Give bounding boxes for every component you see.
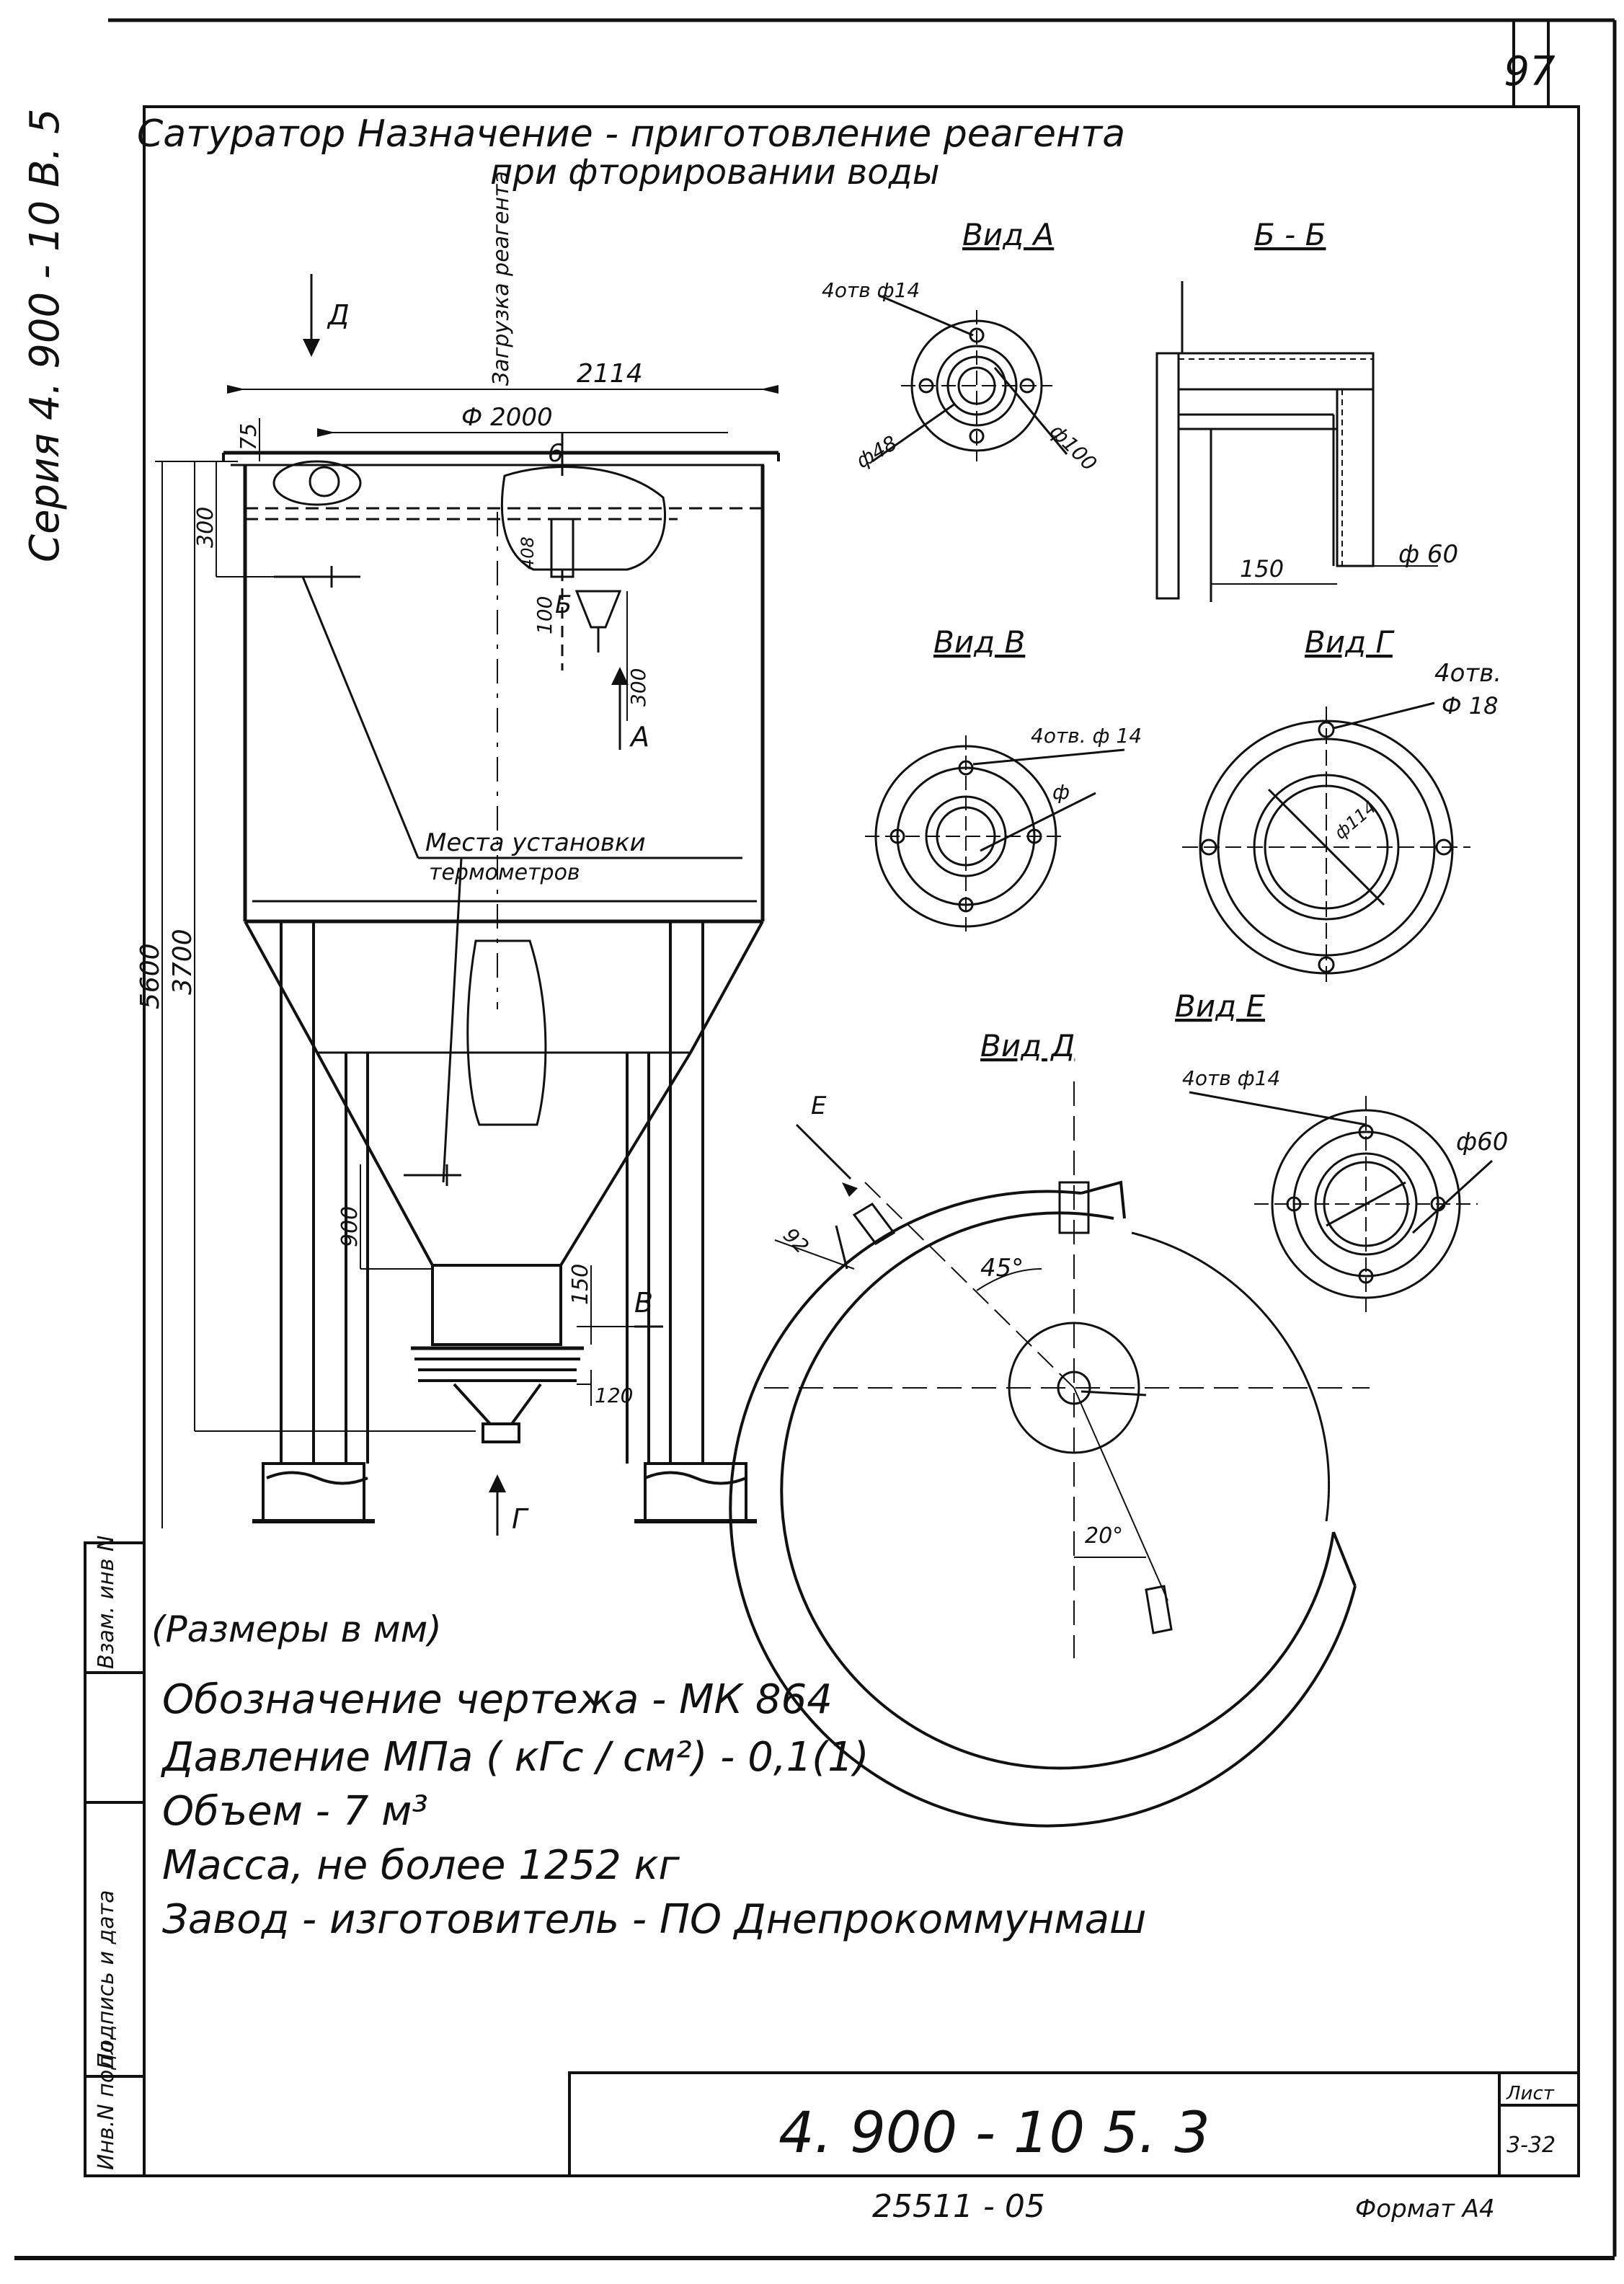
title-designation: 4. 900 - 10 5. 3 [778, 2101, 1210, 2166]
dim-408: 408 [518, 536, 538, 570]
view-g-holes-1: 4отв. [1434, 659, 1501, 688]
view-d-title: Вид Д [980, 1028, 1075, 1063]
arrow-v-label: В [634, 1287, 653, 1319]
drawing-title-line1: Сатуратор Назначение - приготовление реа… [137, 112, 1126, 156]
view-e-linework [1189, 1091, 1494, 1312]
spec-units: (Размеры в мм) [151, 1608, 442, 1650]
arrow-d-label: Д [327, 299, 350, 331]
dim-900: 900 [337, 1206, 363, 1247]
dim-75: 75 [236, 423, 262, 451]
view-e-title: Вид Е [1175, 988, 1265, 1024]
label-6: 6 [548, 439, 564, 468]
main-view-linework [155, 274, 780, 1536]
thermo-label-1: Места установки [425, 828, 646, 857]
view-d-angle-45: 45° [980, 1254, 1024, 1283]
view-v-phi: ф [1052, 780, 1070, 804]
spec-mass: Масса, не более 1252 кг [162, 1842, 680, 1889]
dim-d2000: Ф 2000 [461, 403, 553, 432]
left-stamp [84, 1541, 146, 2177]
dim-300-side: 300 [626, 668, 650, 707]
dim-150: 150 [568, 1264, 593, 1305]
view-d-angle-20: 20° [1085, 1523, 1123, 1549]
inventory-number: 25511 - 05 [872, 2188, 1045, 2225]
stamp-field-signature: Подпись и дата [94, 1890, 119, 2070]
title-block [568, 2071, 1580, 2177]
drawing-title-line2: при фторировании воды [490, 152, 940, 192]
view-v-holes: 4отв. ф 14 [1031, 724, 1142, 748]
section-bb-d60: ф 60 [1398, 540, 1458, 569]
arrow-a-label: А [629, 721, 649, 753]
view-g-title: Вид Г [1305, 624, 1395, 660]
page-number: 97 [1504, 48, 1556, 95]
thermo-label-2: термометров [429, 860, 580, 885]
sheet-label: Лист [1506, 2083, 1555, 2104]
view-a-linework [871, 294, 1068, 463]
view-g-holes-2: Ф 18 [1442, 692, 1498, 720]
arrow-g-label: Г [512, 1503, 529, 1535]
load-label: Загрузка реагента [489, 171, 514, 386]
stamp-field-replace: Взам. инв N [94, 1535, 119, 1669]
series-label: Серия 4. 900 - 10 В. 5 [22, 108, 68, 562]
view-d-arrow-e: Е [811, 1092, 827, 1120]
view-a-d100: ф100 [1045, 420, 1101, 476]
dim-3700: 3700 [168, 929, 198, 995]
view-a-holes: 4отв ф14 [822, 278, 920, 302]
section-bb-title: Б - Б [1254, 217, 1326, 252]
dim-300-top: 300 [193, 507, 218, 548]
view-a-title: Вид А [962, 217, 1054, 252]
view-v-linework [865, 735, 1125, 937]
spec-maker: Завод - изготовитель - ПО Днепрокоммунма… [162, 1896, 1147, 1943]
sheet-number: 3-32 [1507, 2133, 1556, 2158]
dim-5600: 5600 [136, 943, 165, 1009]
view-g-linework [1182, 701, 1470, 988]
spec-pressure: Давление МПа ( кГс / см²) - 0,1(1) [162, 1734, 869, 1781]
dim-2114: 2114 [577, 359, 643, 389]
dim-100: 100 [533, 596, 556, 634]
format-label: Формат А4 [1355, 2195, 1495, 2223]
view-a-d48: ф48 [852, 431, 901, 473]
spec-drawing: Обозначение чертежа - МК 864 [162, 1676, 833, 1723]
label-b: Б [555, 590, 572, 619]
view-e-d60: ф60 [1456, 1128, 1508, 1156]
section-bb-linework [1155, 281, 1438, 602]
dim-120: 120 [595, 1384, 633, 1407]
view-e-holes: 4отв ф14 [1182, 1066, 1280, 1090]
view-g-d114: ф114 [1331, 797, 1380, 844]
spec-volume: Объем - 7 м³ [162, 1788, 428, 1835]
view-v-title: Вид В [933, 624, 1025, 660]
view-d-linework [729, 1081, 1370, 1828]
section-bb-150: 150 [1240, 555, 1284, 583]
